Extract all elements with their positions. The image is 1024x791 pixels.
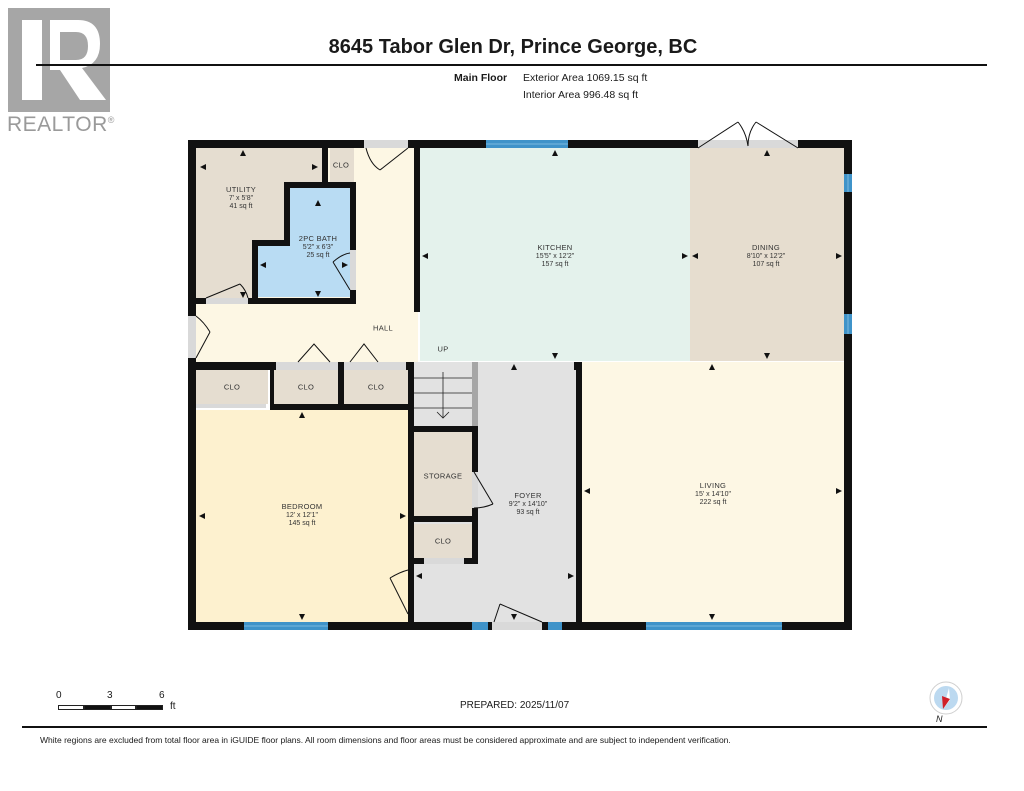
door-swings [195, 121, 799, 623]
room-dimensions: 8'10" x 12'2" [746, 252, 786, 260]
scale-segment [111, 705, 136, 710]
room-storage-label: STORAGE [423, 471, 463, 481]
stair-rail [472, 362, 478, 426]
header-divider [36, 64, 987, 66]
room-dimensions: 5'2" x 6'3" [302, 243, 334, 251]
scale-segment [58, 705, 84, 710]
stairs-up-label: UP [437, 344, 449, 354]
room-bath-label: 2PC BATH 5'2" x 6'3" 25 sq ft [298, 234, 338, 261]
room-area: 41 sq ft [229, 203, 253, 210]
stairs-floor [414, 364, 470, 426]
room-area: 107 sq ft [752, 261, 780, 268]
room-kitchen-label: KITCHEN 15'5" x 12'2" 157 sq ft [535, 243, 575, 270]
room-name: UTILITY [225, 185, 257, 194]
storage-floor [414, 432, 472, 516]
room-dining-label: DINING 8'10" x 12'2" 107 sq ft [746, 243, 786, 270]
prepared-date: PREPARED: 2025/11/07 [460, 700, 570, 711]
realtor-r-mark-icon [22, 20, 106, 100]
realtor-wordmark: REALTOR® [7, 113, 115, 136]
kitchen-floor [420, 148, 690, 361]
room-name: KITCHEN [537, 243, 573, 252]
living-floor [582, 362, 844, 622]
room-name: 2PC BATH [298, 234, 338, 243]
room-area: 157 sq ft [541, 261, 569, 268]
dimension-arrows [199, 150, 842, 620]
room-dimensions: 15'5" x 12'2" [535, 252, 575, 260]
room-dimensions: 12' x 12'1" [285, 511, 319, 519]
room-bedroom-label: BEDROOM 12' x 12'1" 145 sq ft [281, 502, 323, 529]
closet-3-label: CLO [367, 382, 385, 392]
scale-tick-3: 3 [107, 690, 113, 701]
walls [188, 140, 852, 630]
closet-2-label: CLO [297, 382, 315, 392]
compass-north-label: N [936, 714, 943, 724]
room-area: 145 sq ft [288, 520, 316, 527]
room-foyer-label: FOYER 9'2" x 14'10" 93 sq ft [508, 491, 548, 518]
bedroom-floor [196, 410, 408, 622]
floor-name: Main Floor [454, 72, 508, 84]
room-dimensions: 9'2" x 14'10" [508, 500, 548, 508]
realtor-logo [8, 8, 110, 112]
room-area: 222 sq ft [699, 499, 727, 506]
closet-foyer-label: CLO [434, 536, 452, 546]
room-dimensions: 7' x 5'8" [228, 194, 254, 202]
room-utility-label: UTILITY 7' x 5'8" 41 sq ft [225, 185, 257, 212]
room-name: BEDROOM [281, 502, 323, 511]
closet-3-floor [344, 370, 408, 404]
room-area: 25 sq ft [306, 252, 330, 259]
closet-foyer-floor [414, 524, 472, 558]
property-address-title: 8645 Tabor Glen Dr, Prince George, BC [328, 36, 698, 58]
dining-floor [690, 148, 844, 361]
scale-unit: ft [170, 701, 176, 712]
window-lines [244, 143, 849, 627]
disclaimer-text: White regions are excluded from total fl… [40, 735, 731, 745]
scale-segment [136, 705, 163, 710]
closet-2-floor [274, 370, 338, 404]
room-living-label: LIVING 15' x 14'10" 222 sq ft [695, 481, 731, 508]
closet-1-floor [196, 370, 268, 404]
room-name: DINING [751, 243, 781, 252]
room-name: LIVING [699, 481, 727, 490]
room-hall-label: HALL [373, 323, 393, 333]
closet-1-label: CLO [223, 382, 241, 392]
footer-divider [22, 726, 987, 728]
bath-floor [258, 188, 350, 297]
scale-segment [84, 705, 111, 710]
interior-area: Interior Area 996.48 sq ft [523, 89, 638, 101]
room-area: 93 sq ft [516, 509, 540, 516]
compass-icon [928, 680, 964, 721]
room-name: FOYER [514, 491, 542, 500]
utility-closet-floor [330, 148, 354, 182]
scale-tick-6: 6 [159, 690, 165, 701]
stairs-treads [414, 372, 472, 419]
scale-tick-0: 0 [56, 690, 62, 701]
room-dimensions: 15' x 14'10" [695, 490, 731, 498]
exterior-area: Exterior Area 1069.15 sq ft [523, 72, 648, 84]
closet-utility-label: CLO [332, 160, 350, 170]
